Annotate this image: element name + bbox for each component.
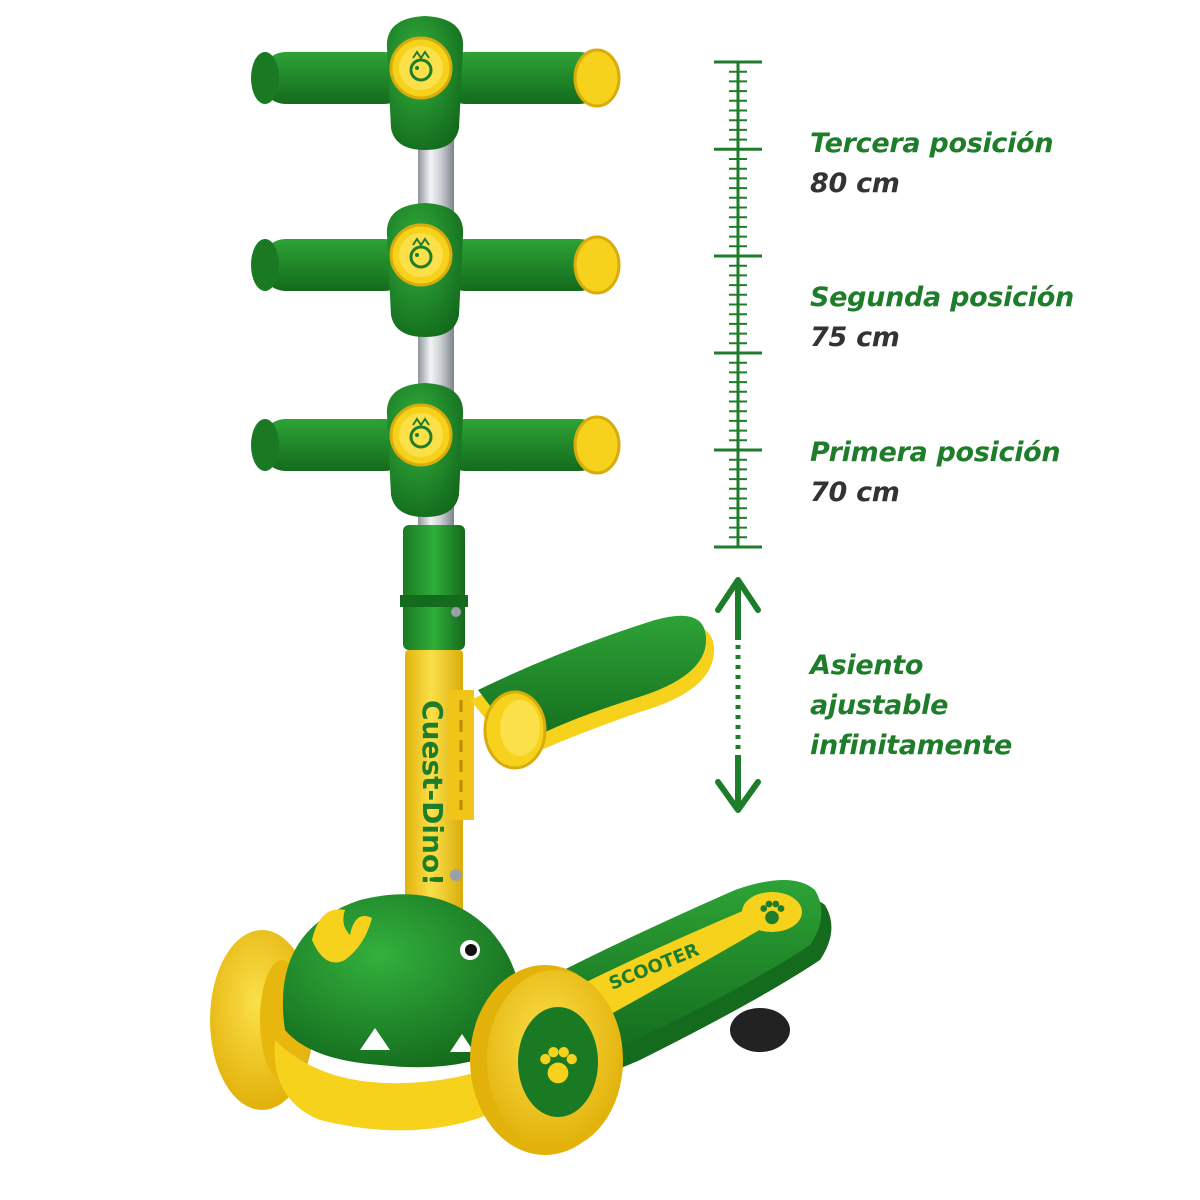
height-position-third: Tercera posición 80 cm [810, 124, 1054, 204]
stem-brand-logo: Cuest-Dino! [416, 700, 449, 886]
handlebar-second-position [249, 201, 621, 339]
handlebar-third-position [249, 14, 621, 152]
seat-label-line: infinitamente [810, 730, 1013, 761]
position-value: 70 cm [810, 477, 900, 508]
height-position-second: Segunda posición 75 cm [810, 278, 1074, 358]
seat-label-line: Asiento [810, 650, 924, 681]
paw-icon [760, 900, 785, 925]
ruler-icon [714, 60, 762, 549]
seat-adjust-label: Asiento ajustable infinitamente [810, 646, 1070, 766]
position-value: 80 cm [810, 168, 900, 199]
seat [470, 615, 715, 770]
height-position-first: Primera posición 70 cm [810, 433, 1061, 513]
handlebar-first-position [249, 381, 621, 519]
position-title: Tercera posición [810, 128, 1054, 159]
stem-yellow [405, 650, 474, 920]
front-wheel-right [470, 965, 623, 1155]
double-arrow-icon [715, 577, 761, 813]
stem-green-sleeve [400, 525, 468, 650]
position-title: Primera posición [810, 437, 1061, 468]
seat-label-line: ajustable [810, 690, 949, 721]
position-value: 75 cm [810, 322, 900, 353]
position-title: Segunda posición [810, 282, 1074, 313]
rear-wheel [730, 1008, 790, 1052]
